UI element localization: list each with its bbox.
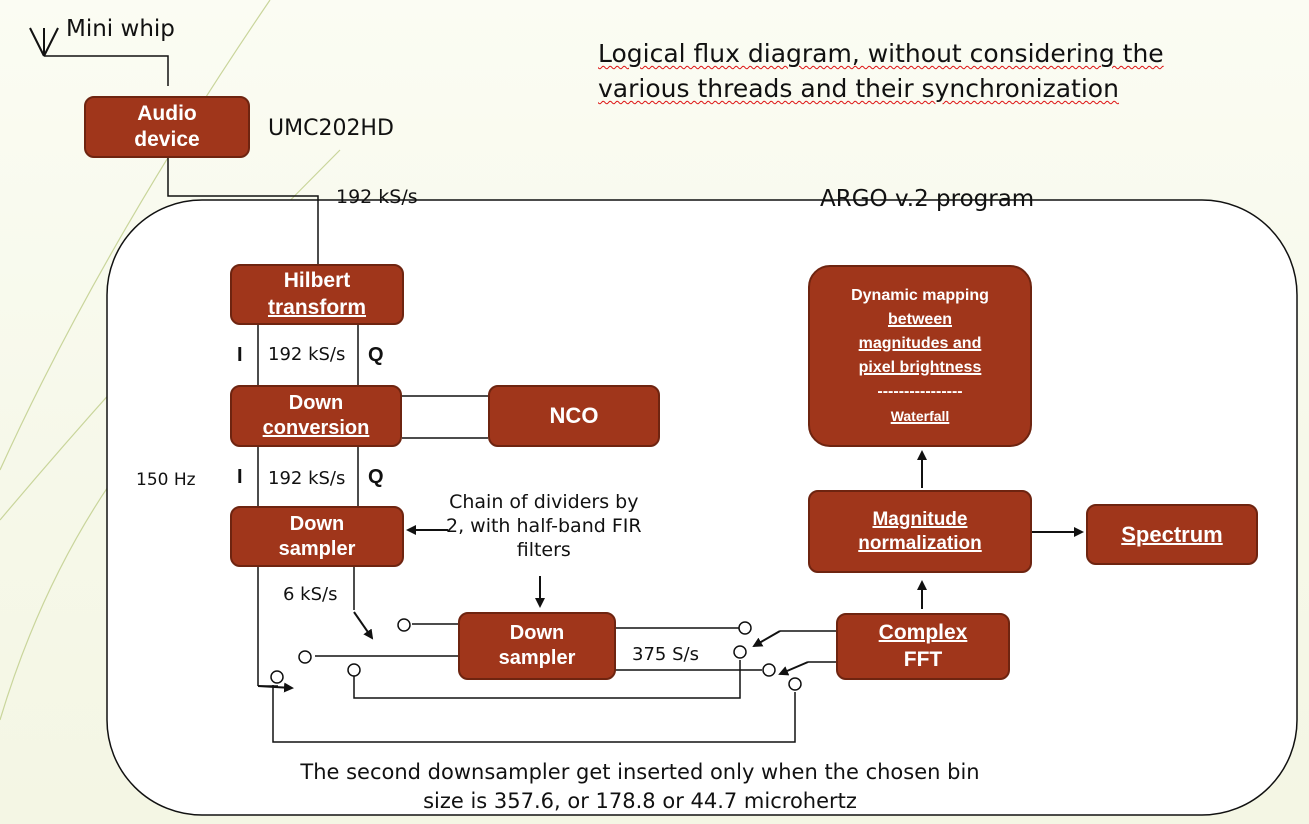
flow-arrows [257, 450, 1084, 693]
header-note: Logical flux diagram, without considerin… [598, 36, 1164, 106]
channel-q-label-1: Q [368, 344, 384, 366]
bottom-note: The second downsampler get inserted only… [300, 760, 980, 813]
antenna-icon [29, 27, 59, 57]
channel-q-label-2: Q [368, 466, 384, 488]
antenna-label: Mini whip [66, 16, 175, 42]
offset-frequency-label: 150 Hz [136, 470, 196, 490]
input-rate-label: 192 kS/s [336, 186, 418, 208]
dynamic-mapping-block: Dynamic mapping between magnitudes and p… [808, 265, 1032, 447]
downsampler-rate-label: 6 kS/s [283, 584, 338, 605]
channel-i-label-1: I [237, 344, 243, 366]
nco-block: NCO [488, 385, 660, 447]
header-note-line-2: various threads and their synchronizatio… [598, 74, 1119, 103]
switch-contacts [270, 618, 802, 691]
downconv-rate-label: 192 kS/s [268, 468, 346, 489]
hilbert-rate-label: 192 kS/s [268, 344, 346, 365]
second-downsampler-rate-label: 375 S/s [632, 644, 699, 665]
spectrum-block: Spectrum [1086, 504, 1258, 565]
program-label: ARGO v.2 program [820, 186, 1035, 212]
divider-note: Chain of dividers by 2, with half-band F… [446, 491, 642, 561]
channel-i-label-2: I [237, 466, 243, 488]
header-note-line-1: Logical flux diagram, without considerin… [598, 39, 1164, 68]
device-model-label: UMC202HD [268, 116, 394, 141]
